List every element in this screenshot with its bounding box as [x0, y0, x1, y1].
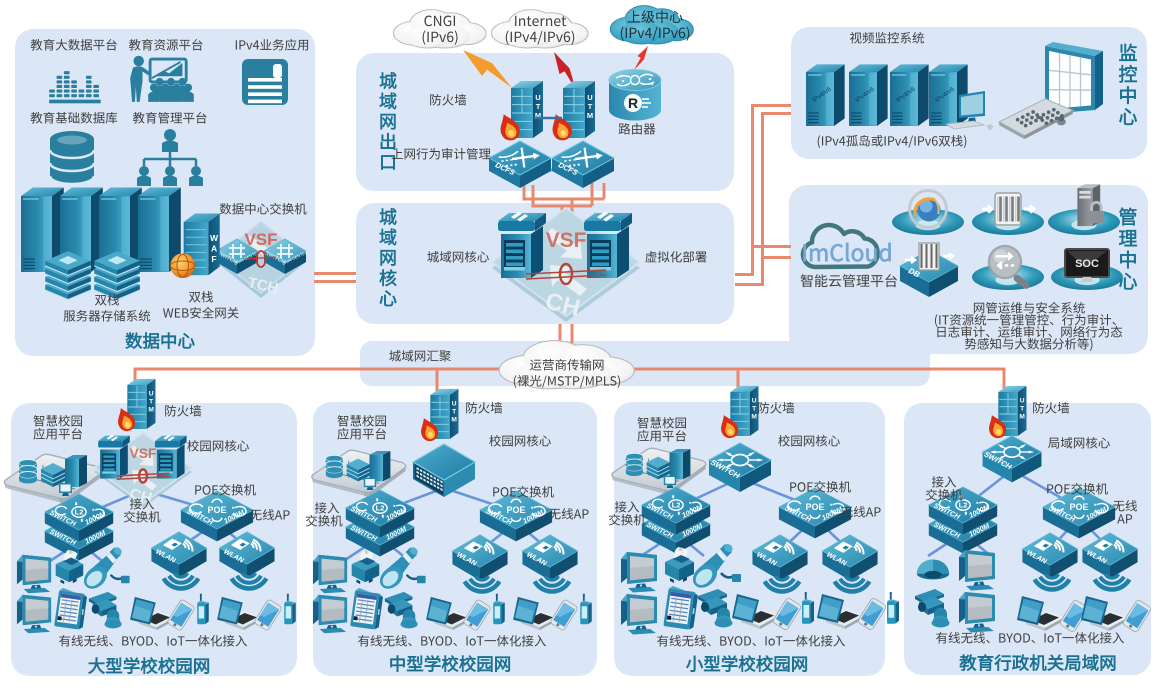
svg-text:L2: L2	[672, 501, 681, 510]
svg-text:POE: POE	[805, 502, 824, 512]
svg-text:F: F	[211, 254, 216, 264]
svg-text:U: U	[452, 401, 457, 408]
svg-text:T: T	[536, 102, 541, 111]
svg-text:T: T	[752, 405, 756, 412]
svg-text:U: U	[535, 93, 540, 102]
svg-text:VSF: VSF	[244, 230, 277, 249]
svg-text:L2: L2	[75, 508, 84, 517]
svg-text:VSF: VSF	[546, 229, 587, 252]
svg-text:M: M	[587, 111, 593, 120]
svg-text:L2: L2	[959, 501, 968, 510]
svg-text:POE: POE	[207, 505, 226, 515]
svg-text:M: M	[451, 416, 457, 423]
svg-text:U: U	[1020, 398, 1025, 405]
svg-text:M: M	[535, 111, 541, 120]
svg-text:VSF: VSF	[130, 445, 157, 461]
svg-text:W: W	[210, 233, 219, 243]
svg-text:T: T	[149, 398, 153, 405]
svg-text:U: U	[149, 391, 154, 398]
svg-text:POE: POE	[1069, 502, 1088, 512]
svg-text:T: T	[452, 408, 456, 415]
svg-text:TCH: TCH	[246, 274, 280, 297]
svg-text:U: U	[587, 93, 592, 102]
svg-text:T: T	[588, 102, 593, 111]
svg-text:M: M	[1019, 413, 1025, 420]
svg-text:T: T	[1020, 405, 1024, 412]
svg-text:L2: L2	[376, 504, 385, 513]
svg-text:U: U	[752, 398, 757, 405]
svg-text:R: R	[628, 95, 638, 111]
svg-text:M: M	[148, 406, 154, 413]
svg-text:POE: POE	[506, 505, 525, 515]
svg-text:A: A	[211, 243, 217, 253]
svg-text:SOC: SOC	[1075, 258, 1099, 270]
svg-text:M: M	[751, 413, 757, 420]
